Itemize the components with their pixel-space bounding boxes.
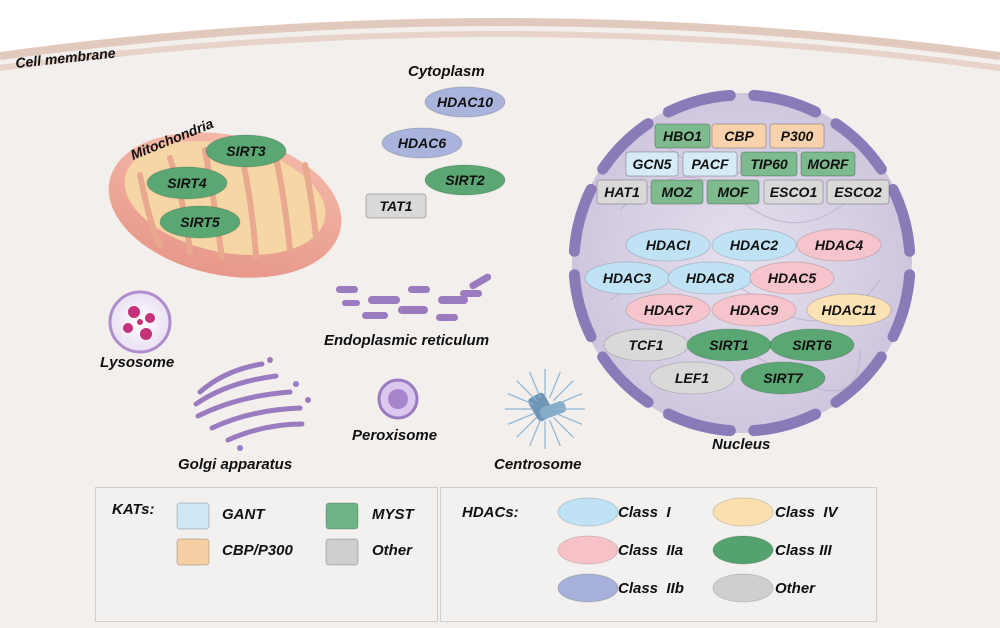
enzyme-tcf1: TCF1 — [603, 328, 689, 362]
enzyme-hdaci-label: HDACI — [646, 237, 691, 253]
enzyme-moz: MOZ — [650, 179, 704, 205]
enzyme-lef1-label: LEF1 — [675, 370, 709, 386]
enzyme-hdac10-label: HDAC10 — [437, 94, 493, 110]
enzyme-tcf1-label: TCF1 — [629, 337, 664, 353]
centrosome — [505, 369, 585, 449]
enzyme-esco1: ESCO1 — [763, 179, 824, 205]
enzyme-hdac3-label: HDAC3 — [603, 270, 651, 286]
endoplasmic-reticulum-label: Endoplasmic reticulum — [324, 332, 489, 349]
enzyme-sirt7: SIRT7 — [740, 361, 826, 395]
enzyme-hdac3: HDAC3 — [584, 261, 670, 295]
lysosome — [108, 290, 172, 354]
enzyme-p300-label: P300 — [781, 128, 814, 144]
lysosome-label: Lysosome — [100, 354, 174, 371]
enzyme-hdac8-label: HDAC8 — [686, 270, 734, 286]
golgi-label: Golgi apparatus — [178, 456, 292, 473]
legend-hdacs — [440, 487, 877, 622]
enzyme-gcn5-label: GCN5 — [633, 156, 672, 172]
enzyme-sirt4-label: SIRT4 — [167, 175, 207, 191]
enzyme-hdac2: HDAC2 — [711, 228, 797, 262]
enzyme-sirt1: SIRT1 — [686, 328, 772, 362]
enzyme-sirt5: SIRT5 — [159, 205, 241, 239]
enzyme-cbp: CBP — [711, 123, 767, 149]
enzyme-hbo1: HBO1 — [654, 123, 711, 149]
centrosome-label: Centrosome — [494, 456, 582, 473]
golgi-apparatus — [193, 357, 311, 451]
endoplasmic-reticulum — [336, 273, 492, 321]
nucleus-label: Nucleus — [712, 436, 770, 453]
enzyme-hdac7-label: HDAC7 — [644, 302, 693, 318]
enzyme-tip60: TIP60 — [740, 151, 798, 177]
enzyme-hdac4: HDAC4 — [796, 228, 882, 262]
cell-membrane-outer — [0, 18, 1000, 60]
enzyme-morf-label: MORF — [807, 156, 849, 172]
enzyme-hat1: HAT1 — [596, 179, 648, 205]
enzyme-sirt3: SIRT3 — [205, 134, 287, 168]
enzyme-tat1: TAT1 — [365, 193, 427, 219]
cytoplasm-label: Cytoplasm — [408, 63, 485, 80]
enzyme-hdac10: HDAC10 — [424, 86, 506, 118]
enzyme-hdac11: HDAC11 — [806, 293, 892, 327]
enzyme-esco2-label: ESCO2 — [834, 184, 882, 200]
enzyme-sirt1-label: SIRT1 — [709, 337, 749, 353]
enzyme-sirt6-label: SIRT6 — [792, 337, 832, 353]
enzyme-mof: MOF — [706, 179, 760, 205]
enzyme-morf: MORF — [800, 151, 856, 177]
enzyme-esco2: ESCO2 — [826, 179, 890, 205]
enzyme-mof-label: MOF — [717, 184, 749, 200]
enzyme-hdac4-label: HDAC4 — [815, 237, 863, 253]
enzyme-pacf-label: PACF — [691, 156, 729, 172]
enzyme-hdac11-label: HDAC11 — [822, 302, 877, 318]
enzyme-cbp-label: CBP — [724, 128, 754, 144]
enzyme-sirt6: SIRT6 — [769, 328, 855, 362]
enzyme-esco1-label: ESCO1 — [770, 184, 818, 200]
enzyme-hdac9: HDAC9 — [711, 293, 797, 327]
enzyme-gcn5: GCN5 — [625, 151, 679, 177]
peroxisome-label: Peroxisome — [352, 427, 437, 444]
legend-kats — [95, 487, 438, 622]
enzyme-sirt7-label: SIRT7 — [763, 370, 804, 386]
enzyme-sirt5-label: SIRT5 — [180, 214, 220, 230]
enzyme-hdaci: HDACI — [625, 228, 711, 262]
enzyme-hdac2-label: HDAC2 — [730, 237, 778, 253]
enzyme-hdac5: HDAC5 — [749, 261, 835, 295]
enzyme-hdac6-label: HDAC6 — [398, 135, 446, 151]
enzyme-hdac6: HDAC6 — [381, 127, 463, 159]
enzyme-hdac8: HDAC8 — [667, 261, 753, 295]
enzyme-hdac9-label: HDAC9 — [730, 302, 778, 318]
enzyme-lef1: LEF1 — [649, 361, 735, 395]
enzyme-sirt3-label: SIRT3 — [226, 143, 266, 159]
enzyme-hat1-label: HAT1 — [604, 184, 640, 200]
enzyme-tip60-label: TIP60 — [750, 156, 788, 172]
enzyme-tat1-label: TAT1 — [380, 198, 413, 214]
enzyme-hbo1-label: HBO1 — [663, 128, 702, 144]
cell-membrane-inner — [0, 31, 1000, 71]
enzyme-sirt2: SIRT2 — [424, 164, 506, 196]
peroxisome — [377, 378, 419, 420]
enzyme-pacf: PACF — [682, 151, 738, 177]
enzyme-hdac7: HDAC7 — [625, 293, 711, 327]
enzyme-moz-label: MOZ — [661, 184, 693, 200]
enzyme-sirt4: SIRT4 — [146, 166, 228, 200]
enzyme-hdac5-label: HDAC5 — [768, 270, 816, 286]
enzyme-sirt2-label: SIRT2 — [445, 172, 485, 188]
enzyme-p300: P300 — [769, 123, 825, 149]
